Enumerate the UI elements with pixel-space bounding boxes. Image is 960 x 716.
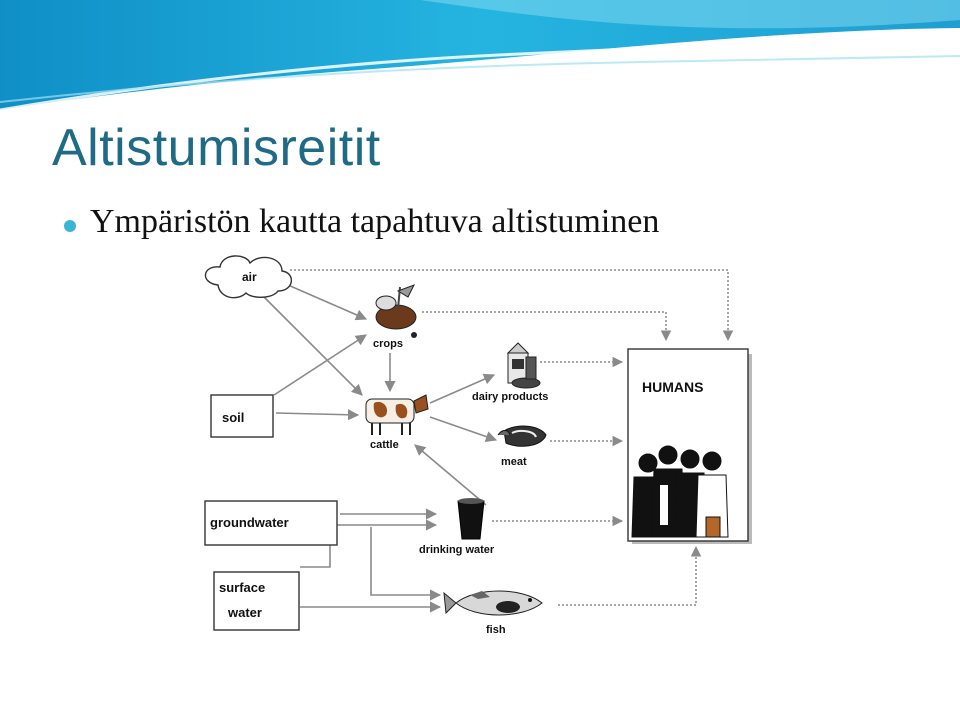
- surface-label: surface: [219, 580, 265, 595]
- arrow-soil-crops: [273, 334, 367, 396]
- header-banner: [0, 0, 960, 112]
- drinking-water-label: drinking water: [419, 544, 495, 556]
- groundwater-box: [204, 500, 338, 546]
- humans-label: HUMANS: [642, 379, 703, 395]
- arrow-crops-humans: [422, 311, 672, 342]
- arrow-air-humans: [290, 269, 734, 342]
- arrow-air-cattle: [259, 292, 363, 396]
- cattle-label: cattle: [370, 439, 399, 451]
- dairy-label: dairy products: [472, 391, 548, 403]
- slide-title: Altistumisreitit: [52, 119, 381, 177]
- bullet-text: Ympäristön kautta tapahtuva altistuminen: [90, 203, 660, 240]
- people-icon: [631, 445, 729, 538]
- fish-icon: [443, 590, 543, 616]
- dairy-icon: [506, 342, 541, 389]
- arrow-groundwater-cattle: [414, 444, 487, 506]
- groundwater-label: groundwater: [210, 515, 289, 530]
- surface-water-box: [213, 571, 300, 631]
- soil-box: [210, 394, 274, 438]
- crops-label: crops: [373, 338, 403, 350]
- arrow-cattle-meat: [429, 416, 498, 442]
- crops-icon: [375, 284, 417, 338]
- air-cloud-icon: [204, 255, 292, 299]
- meat-icon: [497, 425, 547, 447]
- arrow-cattle-dairy: [429, 373, 496, 404]
- arrow-surface-drinking: [300, 519, 438, 568]
- water-label: water: [227, 605, 262, 620]
- arrow-air-crops: [287, 284, 368, 321]
- arrow-groundwater-fish: [370, 527, 442, 601]
- cattle-icon: [365, 394, 429, 435]
- drinking-water-icon: [457, 498, 485, 540]
- bullet-dot: [64, 220, 76, 232]
- arrow-soil-cattle: [275, 409, 360, 421]
- fish-label: fish: [486, 624, 506, 636]
- soil-label: soil: [222, 410, 244, 425]
- arrow-fish-humans: [558, 545, 702, 606]
- exposure-pathway-diagram: air soil groundwater surface water crops…: [190, 245, 772, 650]
- meat-label: meat: [501, 456, 527, 468]
- air-label: air: [242, 270, 257, 284]
